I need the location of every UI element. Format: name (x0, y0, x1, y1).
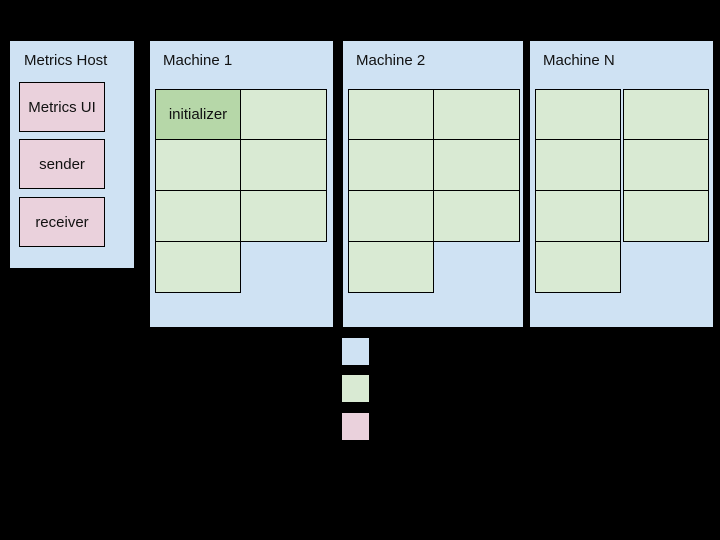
receiver-label: receiver (35, 213, 89, 231)
machine-n-title: Machine N (543, 52, 615, 69)
sender-label: sender (39, 155, 85, 173)
process-cell-empty (348, 89, 434, 140)
metrics-ui-label: Metrics UI (28, 98, 96, 116)
machine-2-panel: Machine 2 (343, 41, 523, 327)
metrics-host-panel: Metrics Host Metrics UI sender receiver (10, 41, 134, 268)
machine-n-panel: Machine N (530, 41, 713, 327)
machine-1-panel: Machine 1 initializer (150, 41, 333, 327)
metrics-host-title: Metrics Host (24, 52, 108, 69)
machine-1-title: Machine 1 (163, 52, 233, 69)
process-cell-empty (348, 139, 434, 191)
process-cell-initializer: initializer (155, 89, 241, 140)
process-cell-empty (535, 89, 621, 140)
process-cell-empty (433, 89, 520, 140)
process-cell-empty (623, 89, 709, 140)
machine-1-process-grid: initializer (155, 89, 327, 293)
legend-swatch-machine (342, 338, 369, 365)
process-cell-empty (433, 139, 520, 191)
machine-n-process-grid (535, 89, 709, 293)
process-cell-empty (348, 190, 434, 242)
receiver-box: receiver (19, 197, 105, 247)
process-cell-empty (348, 241, 434, 293)
process-cell-empty (240, 89, 327, 140)
process-cell-empty (535, 190, 621, 242)
sender-box: sender (19, 139, 105, 189)
process-cell-empty (535, 139, 621, 191)
legend-swatch-process (342, 375, 369, 402)
process-cell-empty (535, 241, 621, 293)
machine-2-process-grid (348, 89, 520, 293)
legend-swatch-metrics-component (342, 413, 369, 440)
legend (342, 338, 369, 440)
process-cell-empty (433, 190, 520, 242)
process-cell-empty (240, 190, 327, 242)
machine-2-title: Machine 2 (356, 52, 426, 69)
process-cell-empty (155, 190, 241, 242)
process-cell-empty (240, 139, 327, 191)
process-cell-empty (155, 241, 241, 293)
process-cell-empty (623, 190, 709, 242)
metrics-ui-box: Metrics UI (19, 82, 105, 132)
process-cell-empty (155, 139, 241, 191)
process-cell-empty (623, 139, 709, 191)
